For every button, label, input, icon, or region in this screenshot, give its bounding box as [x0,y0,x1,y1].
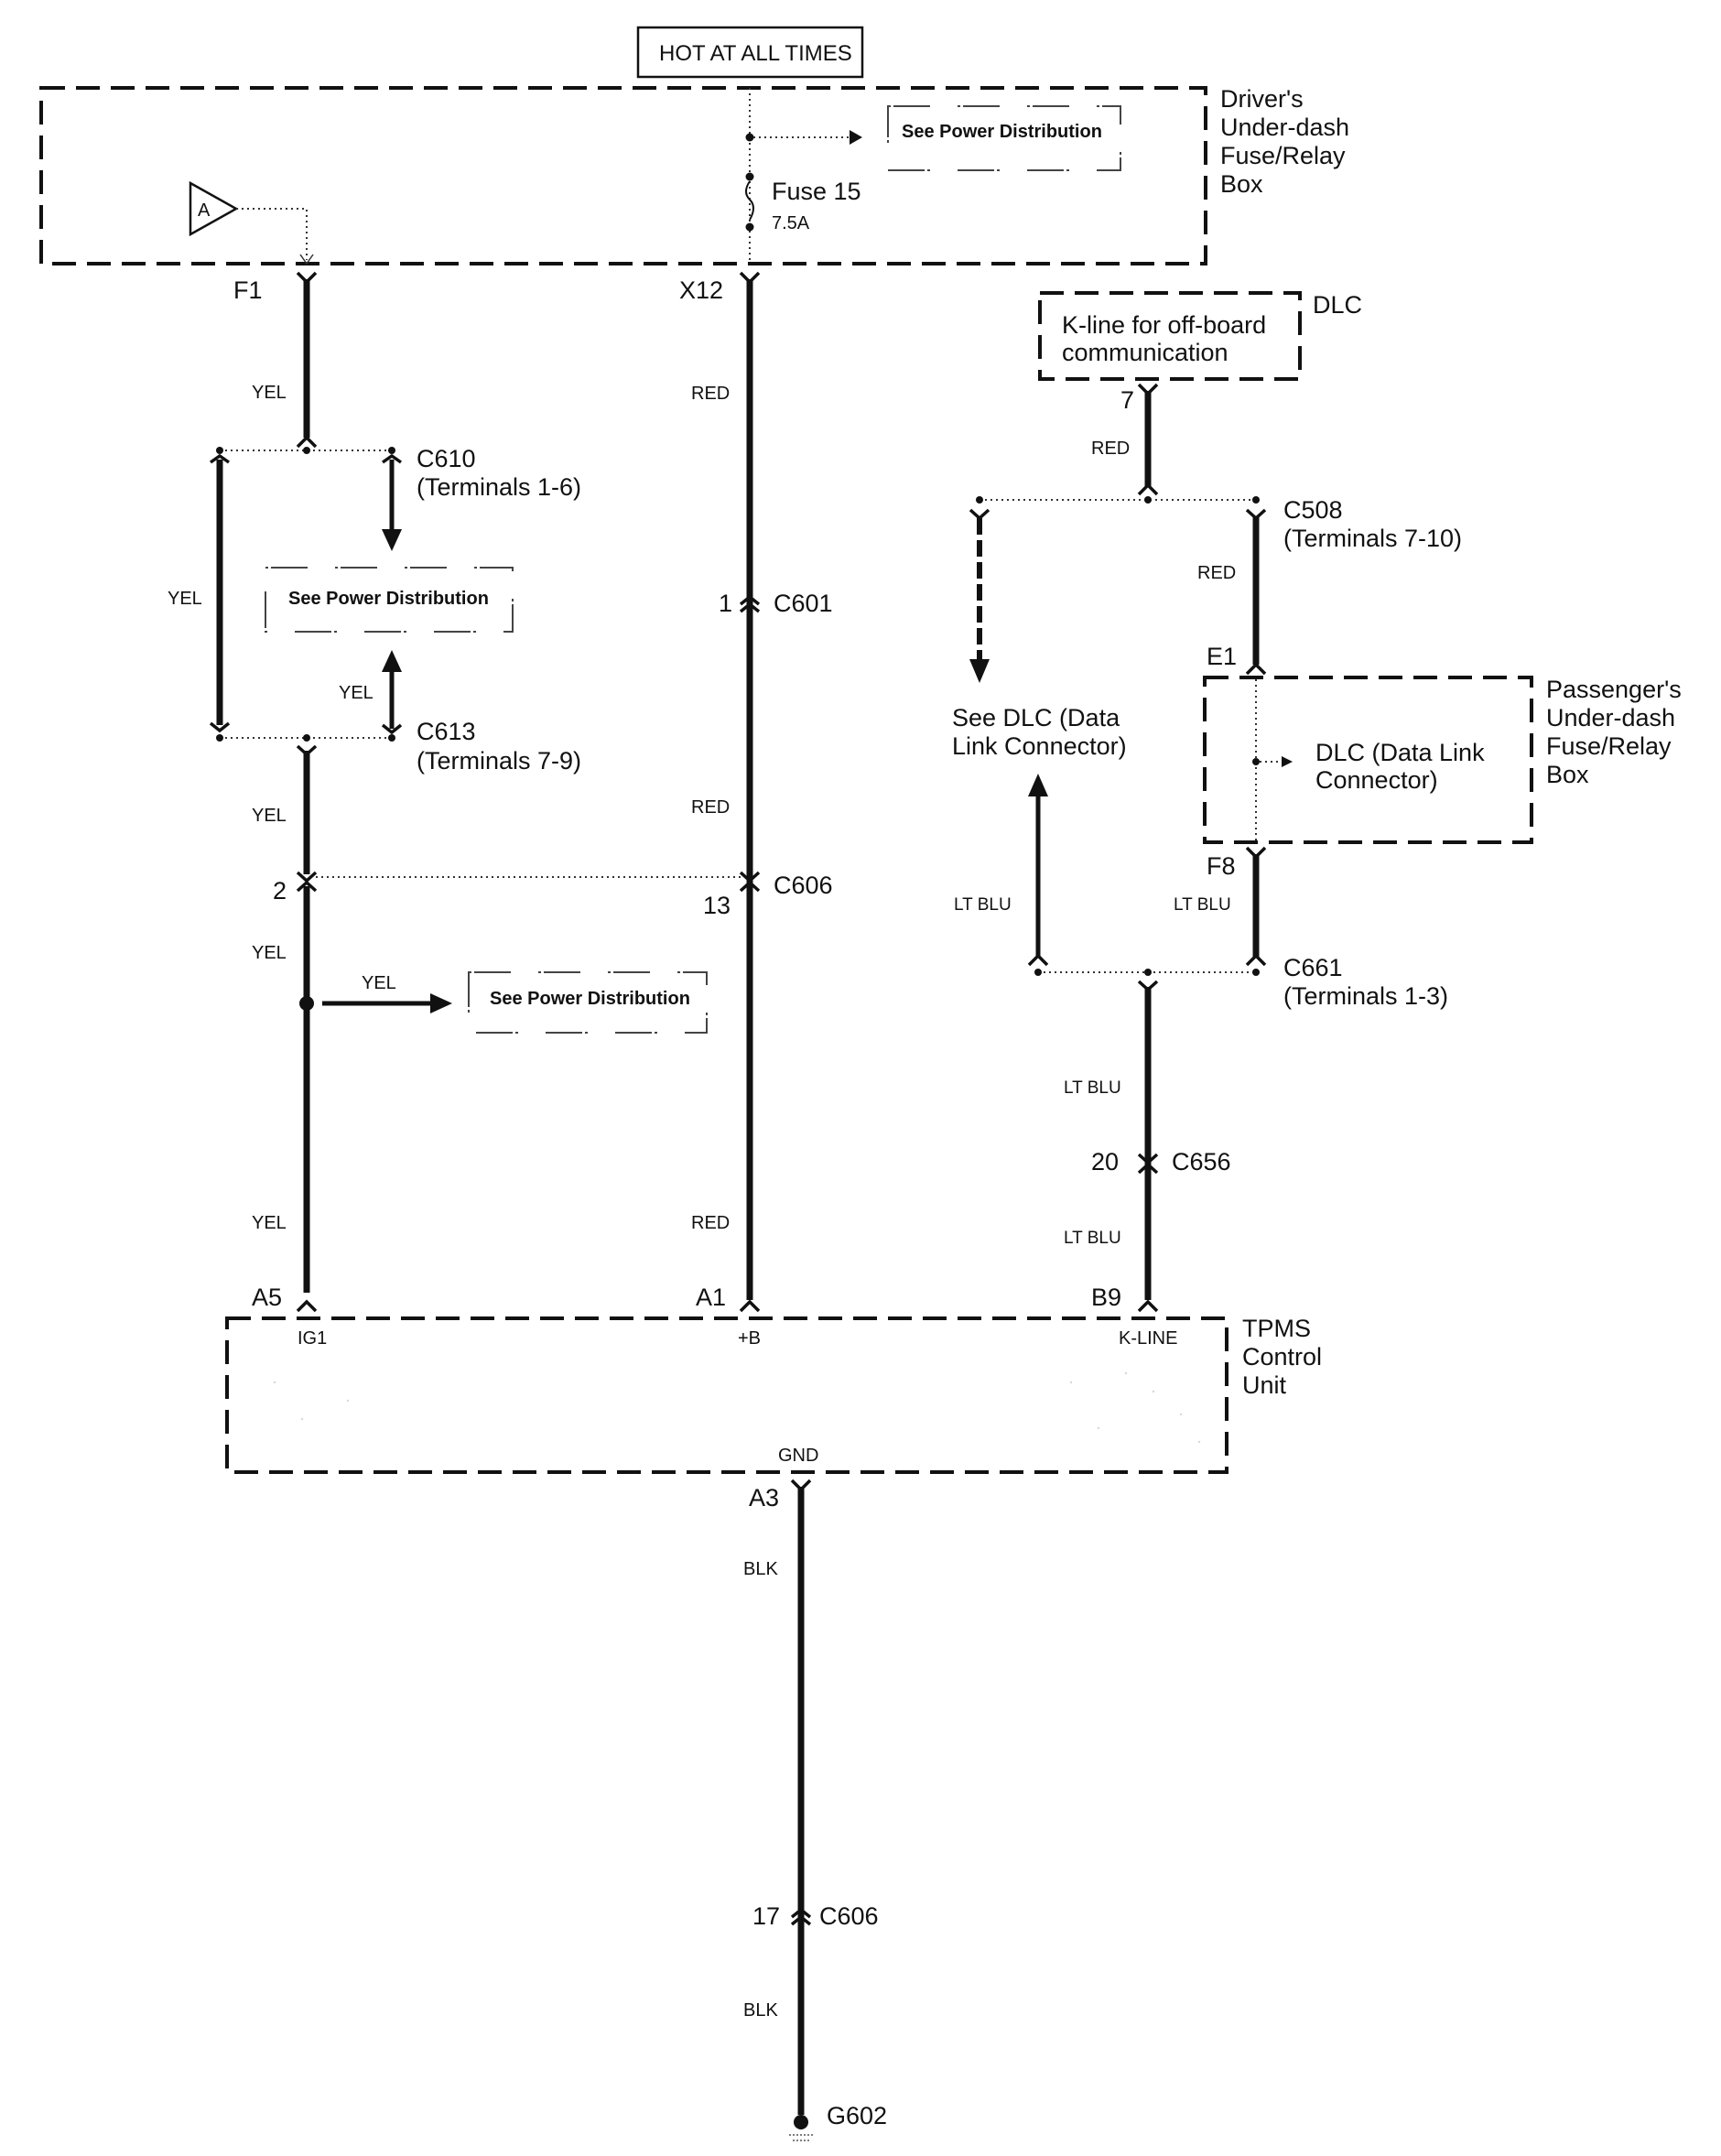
c613-label: C613 [417,718,476,745]
arrow-right-icon [430,993,452,1013]
wire-color-yel-2: YEL [252,806,287,826]
dlc-pin-7: 7 [1120,386,1134,414]
wire-color-ltblu-right: LT BLU [1174,895,1231,915]
wire-color-red-3: RED [691,1213,730,1233]
drivers-box-label-line-3: Fuse/Relay [1220,142,1346,169]
tpms-label-line-1: TPMS [1242,1315,1311,1342]
c606-pin-2: 2 [273,877,287,905]
c508-terminals: (Terminals 7-10) [1283,525,1462,552]
dlc-label: DLC [1313,291,1362,319]
terminal-x12: X12 [679,276,723,304]
dlc-box-line-2: communication [1062,339,1229,366]
fuse-icon [745,180,754,221]
see-power-distribution-mid[interactable]: See Power Distribution [265,567,514,633]
see-power-distribution-low[interactable]: See Power Distribution [468,971,708,1034]
passenger-box-label-line-4: Box [1546,761,1589,788]
arrow-right-icon [850,130,862,145]
ground-circuit: A3 BLK 17 C606 BLK G602 [743,1479,887,2141]
c656-pin-20: 20 [1091,1148,1119,1176]
ground-g602-label: G602 [827,2102,887,2129]
c656-label: C656 [1172,1148,1231,1176]
passenger-dlc-line-2: Connector) [1315,766,1438,794]
drivers-box-label-line-2: Under-dash [1220,114,1349,141]
terminal-e1: E1 [1207,643,1237,670]
wire-color-ltblu-left: LT BLU [954,895,1012,915]
passenger-box-label-line-3: Fuse/Relay [1546,732,1672,760]
arrow-down-icon [969,659,990,683]
right-kline-circuit: K-line for off-board communication DLC 7… [952,291,1682,1313]
wire-color-red-c508: RED [1197,563,1236,583]
pin-ig1: IG1 [298,1328,327,1349]
c661-terminals: (Terminals 1-3) [1283,982,1448,1010]
hot-at-all-times-label: HOT AT ALL TIMES [659,41,852,66]
tpms-control-unit: IG1 +B K-LINE GND TPMS Control Unit [225,1315,1322,1474]
terminal-a5: A5 [252,1284,282,1311]
wire-color-yel-branch: YEL [168,589,202,609]
c508-label: C508 [1283,496,1343,524]
see-power-distribution-top[interactable]: See Power Distribution [887,105,1121,171]
c606-pin-17: 17 [752,1902,780,1930]
tpms-label-line-2: Control [1242,1343,1322,1371]
hot-at-all-times-box: HOT AT ALL TIMES [636,26,864,79]
c610-label: C610 [417,445,476,472]
passenger-fuse-relay-box: Passenger's Under-dash Fuse/Relay Box DL… [1203,676,1682,844]
c601-pin-1: 1 [719,590,732,617]
pin-gnd: GND [778,1446,818,1466]
source-a-triangle-icon: A [189,180,239,237]
passenger-dlc-line-1: DLC (Data Link [1315,739,1485,766]
wire-color-blk-2: BLK [743,2000,778,2021]
c613-terminals: (Terminals 7-9) [417,747,581,775]
wire-color-yel-4: YEL [252,1213,287,1233]
c606-label-red: C606 [774,872,833,899]
c610-terminals: (Terminals 1-6) [417,473,581,501]
see-power-distribution-top-label[interactable]: See Power Distribution [902,122,1102,142]
arrow-down-icon [382,529,402,551]
see-dlc-line-2[interactable]: Link Connector) [952,732,1127,760]
wire-color-red-1: RED [691,384,730,404]
c661-label: C661 [1283,954,1343,981]
terminal-a3: A3 [749,1484,779,1511]
middle-red-circuit: X12 RED 1 C601 RED 13 C606 RED A1 [679,271,833,1313]
c606-label-blk: C606 [819,1902,879,1930]
dlc-kline-box: K-line for off-board communication DLC [1038,291,1362,381]
wire-color-yel-1: YEL [252,383,287,403]
ground-icon [789,2115,813,2141]
terminal-a1: A1 [696,1284,726,1311]
arrow-right-icon [1282,756,1293,767]
terminal-b9: B9 [1091,1284,1121,1311]
arrow-up-icon [1028,774,1048,796]
wire-color-blk-1: BLK [743,1559,778,1579]
see-power-distribution-low-label[interactable]: See Power Distribution [490,989,690,1009]
wire-color-ltblu-4: LT BLU [1064,1229,1121,1248]
wire-color-yel-arrow: YEL [339,683,373,703]
splice-point [299,996,314,1011]
see-power-distribution-mid-label[interactable]: See Power Distribution [288,589,489,609]
drivers-fuse-relay-box: Driver's Under-dash Fuse/Relay Box A Fus… [39,85,1349,265]
terminal-f8: F8 [1207,852,1236,880]
source-a-label: A [198,200,211,221]
c606-pin-13: 13 [703,892,731,919]
fuse-name: Fuse 15 [772,178,861,205]
wire-color-red-2: RED [691,797,730,818]
drivers-box-label-line-4: Box [1220,170,1263,198]
wire-color-yel-splice: YEL [362,973,396,993]
terminal-f1: F1 [233,276,263,304]
tpms-label-line-3: Unit [1242,1371,1287,1399]
pin-b: +B [738,1328,761,1349]
c601-label: C601 [774,590,833,617]
wire-color-red-dlc: RED [1091,439,1130,459]
dlc-box-line-1: K-line for off-board [1062,311,1266,339]
wire-color-ltblu-3: LT BLU [1064,1078,1121,1098]
see-dlc-link[interactable]: See DLC (Data Link Connector) [952,704,1127,760]
arrow-up-icon [382,650,402,672]
passenger-box-label-line-1: Passenger's [1546,676,1682,703]
left-yel-circuit: F1 YEL C610 (Terminals 1-6) YEL See Powe… [168,271,743,1313]
wire-color-yel-3: YEL [252,943,287,963]
drivers-box-label-line-1: Driver's [1220,85,1304,113]
pin-kline: K-LINE [1119,1328,1177,1349]
see-dlc-line-1[interactable]: See DLC (Data [952,704,1120,731]
fuse-rating: 7.5A [772,213,810,233]
passenger-box-label-line-2: Under-dash [1546,704,1675,731]
